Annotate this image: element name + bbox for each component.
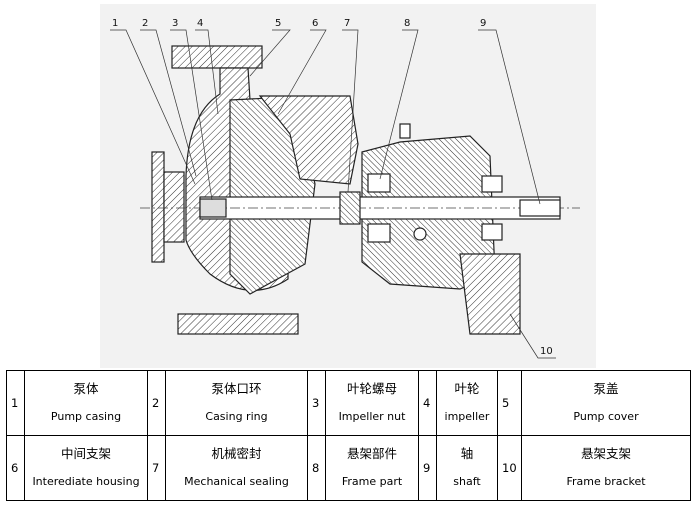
suction-flange xyxy=(151,151,165,263)
part-name-english: Frame part xyxy=(341,475,403,488)
part-number-cell: 10 xyxy=(497,435,522,501)
part-number-cell: 5 xyxy=(497,370,522,436)
suction-nozzle xyxy=(163,171,185,243)
leader-lines xyxy=(110,29,556,359)
base-foot-front xyxy=(177,313,299,335)
callout-7: 7 xyxy=(344,18,350,29)
part-number-cell: 3 xyxy=(307,370,326,436)
part-name-cell: 叶轮螺母 Impeller nut xyxy=(325,370,419,436)
part-name-english: Impeller nut xyxy=(338,410,406,423)
callout-8: 8 xyxy=(404,18,410,29)
callout-1: 1 xyxy=(112,18,118,29)
part-name-chinese: 机械密封 xyxy=(211,446,262,461)
part-name-chinese: 叶轮螺母 xyxy=(346,381,397,396)
bearing-front-top xyxy=(367,173,391,193)
impeller-nut xyxy=(199,198,227,218)
shaft-assembly xyxy=(140,123,580,243)
part-number-cell: 9 xyxy=(418,435,437,501)
bearing-front-bottom xyxy=(367,223,391,243)
table-row: 1 泵体 Pump casing 2 泵体口环 Casing ring 3 叶轮螺母 Impel… xyxy=(6,370,691,436)
part-name-chinese: 泵体口环 xyxy=(211,381,262,396)
part-name-cell: 机械密封 Mechanical sealing xyxy=(165,435,308,501)
callout-2: 2 xyxy=(142,18,148,29)
callout-9: 9 xyxy=(480,18,486,29)
part-number-cell: 1 xyxy=(6,370,25,436)
part-name-cell: 泵体口环 Casing ring xyxy=(165,370,308,436)
callout-3: 3 xyxy=(172,18,178,29)
part-name-chinese: 轴 xyxy=(460,446,474,461)
part-name-chinese: 泵盖 xyxy=(593,381,619,396)
part-name-cell: 悬架部件 Frame part xyxy=(325,435,419,501)
part-name-english: Mechanical sealing xyxy=(184,475,289,488)
part-name-english: impeller xyxy=(444,410,490,423)
part-name-chinese: 悬架支架 xyxy=(580,446,631,461)
pump-cross-section-drawing: 1 2 3 4 5 6 7 8 9 10 xyxy=(100,4,596,368)
part-name-cell: 轴 shaft xyxy=(436,435,498,501)
part-name-chinese: 泵体 xyxy=(73,381,99,396)
frame-bracket xyxy=(459,253,521,335)
table-row: 6 中间支架 Interediate housing 7 机械密封 Mechanical … xyxy=(6,435,691,501)
mechanical-seal xyxy=(339,191,361,225)
part-name-cell: 悬架支架 Frame bracket xyxy=(521,435,691,501)
callout-4: 4 xyxy=(197,18,203,29)
part-number-cell: 8 xyxy=(307,435,326,501)
part-name-chinese: 叶轮 xyxy=(454,381,480,396)
part-name-english: Pump casing xyxy=(50,410,122,423)
intermediate-housing xyxy=(258,95,359,185)
part-number-cell: 6 xyxy=(6,435,25,501)
parts-table: 1 泵体 Pump casing 2 泵体口环 Casing ring 3 叶轮螺母 Impel… xyxy=(6,370,691,501)
pump-body xyxy=(151,45,521,335)
bearing-rear-bottom xyxy=(481,223,503,241)
part-name-chinese: 悬架部件 xyxy=(346,446,397,461)
part-name-cell: 中间支架 Interediate housing xyxy=(24,435,148,501)
callout-6: 6 xyxy=(312,18,318,29)
part-number-cell: 2 xyxy=(147,370,166,436)
callout-5: 5 xyxy=(275,18,281,29)
part-name-cell: 叶轮 impeller xyxy=(436,370,498,436)
part-name-english: Casing ring xyxy=(205,410,268,423)
part-number-cell: 4 xyxy=(418,370,437,436)
bearing-rear-top xyxy=(481,175,503,193)
callout-10: 10 xyxy=(540,346,553,357)
part-name-chinese: 中间支架 xyxy=(60,446,111,461)
callout-numbers: 1 2 3 4 5 6 7 8 9 10 xyxy=(112,18,553,357)
part-name-cell: 泵盖 Pump cover xyxy=(521,370,691,436)
part-number-cell: 7 xyxy=(147,435,166,501)
part-name-english: Pump cover xyxy=(573,410,639,423)
discharge-flange xyxy=(171,45,263,69)
part-name-cell: 泵体 Pump casing xyxy=(24,370,148,436)
part-name-english: shaft xyxy=(453,475,481,488)
part-name-english: Interediate housing xyxy=(32,475,140,488)
part-name-english: Frame bracket xyxy=(566,475,646,488)
